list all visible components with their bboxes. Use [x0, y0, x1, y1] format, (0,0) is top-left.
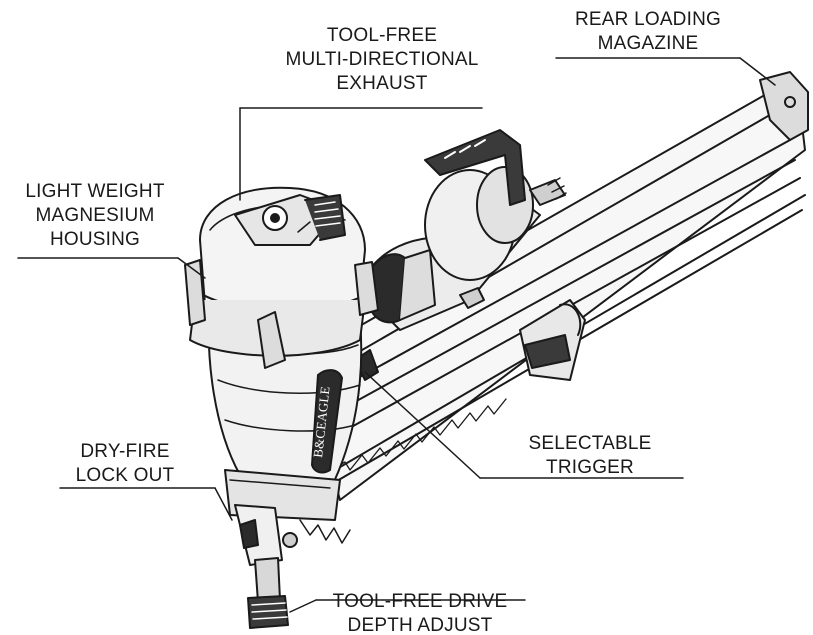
callout-exhaust-line-2: MULTI-DIRECTIONAL: [285, 49, 479, 70]
callout-magazine-line-2: MAGAZINE: [597, 33, 699, 54]
magazine-leader: [739, 57, 776, 86]
callout-trigger-line-1: SELECTABLE: [528, 433, 652, 454]
housing-leader: [177, 257, 206, 279]
callout-depth-line-1: TOOL-FREE DRIVE: [332, 591, 508, 612]
callout-housing-line-1: LIGHT WEIGHT: [25, 181, 165, 202]
callout-exhaust-line-1: TOOL-FREE: [326, 25, 438, 46]
trigger-leader: [364, 371, 481, 479]
leader-lines: [17, 57, 776, 613]
callout-magazine-line-1: REAR LOADING: [575, 9, 721, 30]
callout-exhaust: TOOL-FREE MULTI-DIRECTIONAL EXHAUST: [262, 24, 502, 96]
depth-leader: [289, 599, 317, 613]
magazine-rail: [299, 71, 809, 544]
callout-dryfire-line-2: LOCK OUT: [75, 465, 175, 486]
nose-assembly: [234, 504, 298, 629]
callout-depth-line-2: DEPTH ADJUST: [347, 615, 493, 635]
dryfire-leader: [214, 487, 233, 521]
callout-exhaust-line-3: EXHAUST: [336, 73, 428, 94]
callout-depth: TOOL-FREE DRIVE DEPTH ADJUST: [320, 590, 520, 635]
callout-trigger: SELECTABLE TRIGGER: [500, 432, 680, 480]
callout-housing-line-2: MAGNESIUM: [35, 205, 155, 226]
callout-dryfire: DRY-FIRE LOCK OUT: [55, 440, 195, 488]
callout-trigger-line-2: TRIGGER: [546, 457, 634, 478]
motor-housing: [184, 186, 379, 521]
callout-housing: LIGHT WEIGHT MAGNESIUM HOUSING: [0, 180, 190, 252]
tool-handle: [354, 129, 567, 381]
callout-magazine: REAR LOADING MAGAZINE: [548, 8, 748, 56]
callout-housing-line-3: HOUSING: [49, 229, 141, 250]
callout-dryfire-line-1: DRY-FIRE: [80, 441, 170, 462]
